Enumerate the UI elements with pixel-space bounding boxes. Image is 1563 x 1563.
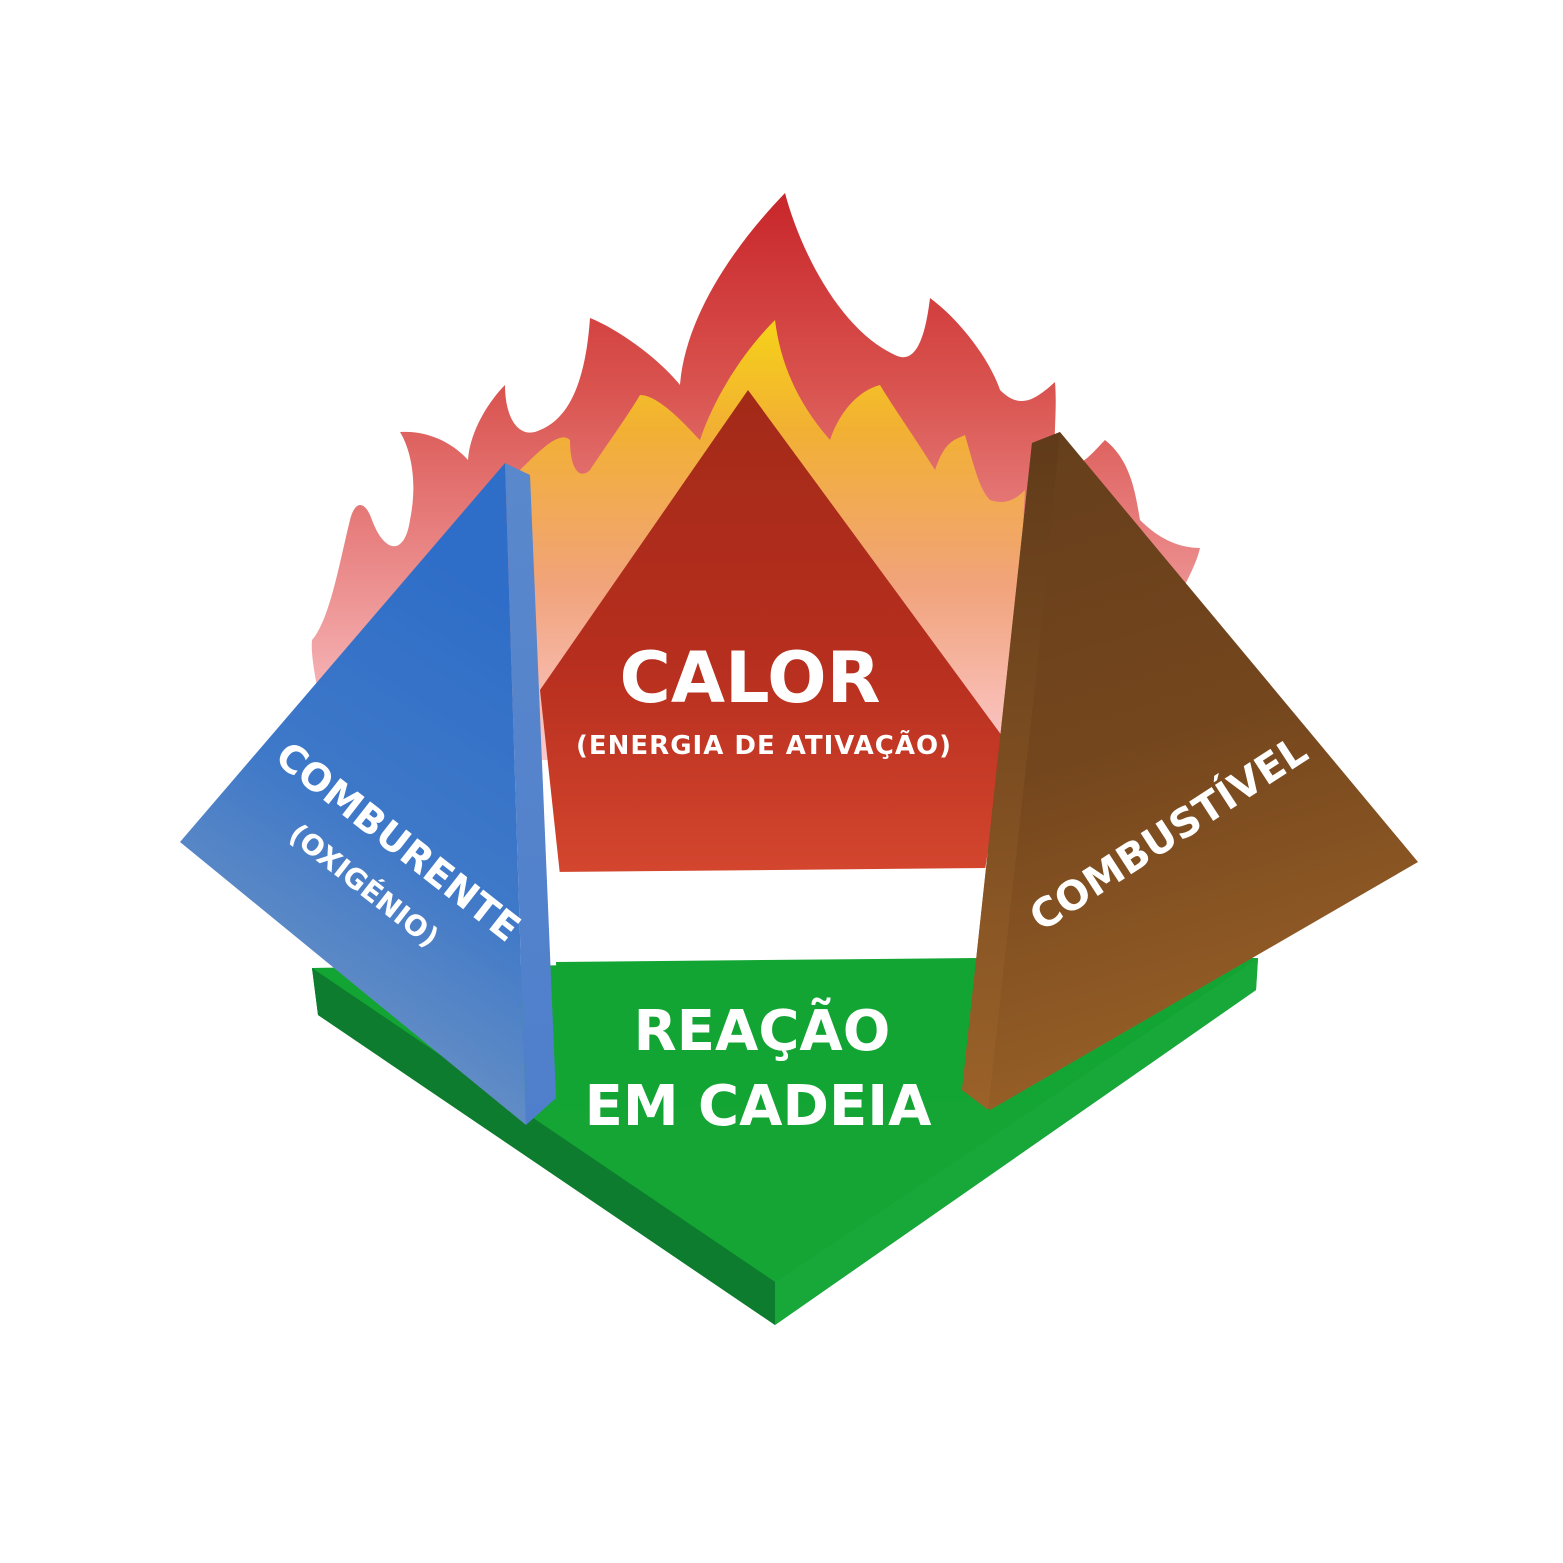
heat-label: CALOR — [619, 637, 880, 719]
fuel-face — [962, 432, 1418, 1110]
chain-reaction-label-line2: EM CADEIA — [585, 1074, 932, 1139]
heat-sublabel: (ENERGIA DE ATIVAÇÃO) — [576, 729, 952, 761]
chain-reaction-label-line1: REAÇÃO — [634, 998, 891, 1064]
oxidizer-face — [180, 463, 556, 1125]
heat-face — [540, 390, 1005, 1110]
